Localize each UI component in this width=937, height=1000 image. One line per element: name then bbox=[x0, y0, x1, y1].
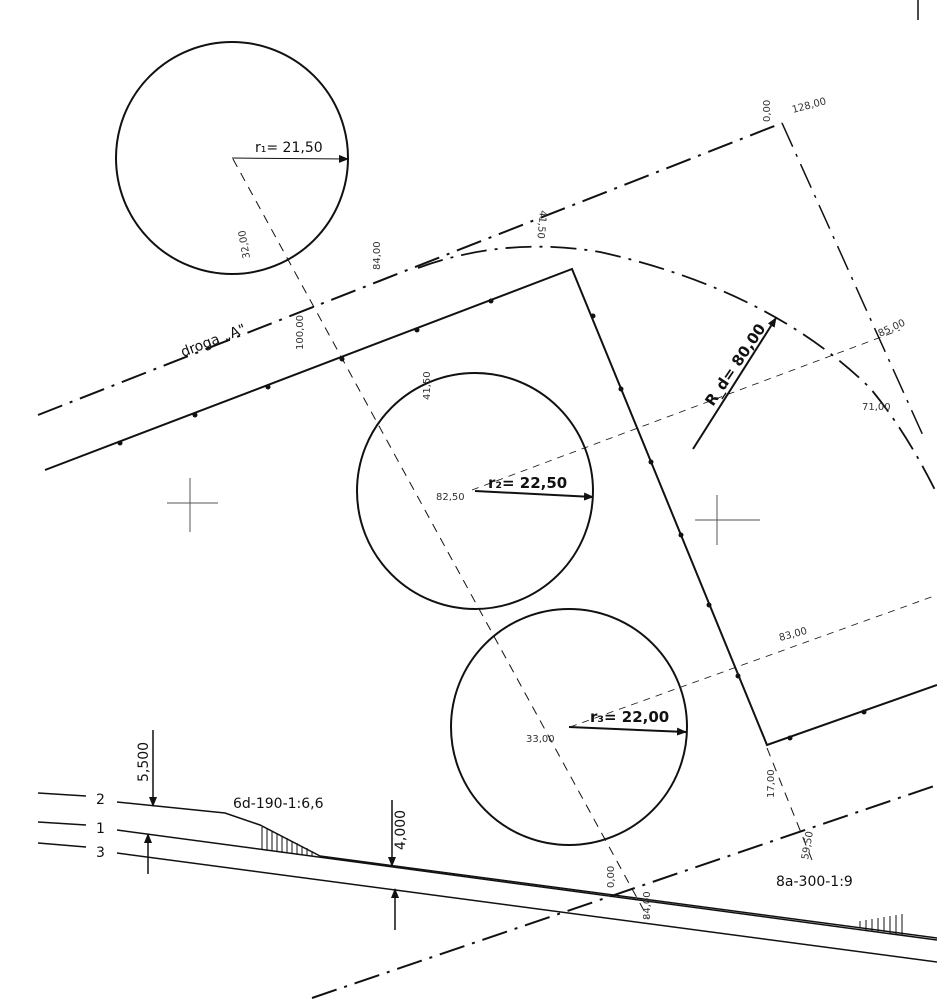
lane-edge-3 bbox=[116, 852, 937, 963]
station-100: 100,00 bbox=[295, 315, 306, 350]
station-32: 32,00 bbox=[237, 229, 253, 259]
station-8250: 82,50 bbox=[436, 492, 465, 503]
perpendicular-line bbox=[781, 122, 926, 441]
lane-edge-2 bbox=[116, 801, 321, 857]
axis-line-3 bbox=[569, 594, 937, 728]
station-1700: 17,00 bbox=[766, 769, 777, 798]
station-000-bottom: 0,00 bbox=[606, 866, 617, 888]
station-5950: 59,50 bbox=[800, 830, 816, 860]
cross-marks bbox=[167, 478, 760, 545]
lane-number-2: 2 bbox=[96, 792, 105, 808]
lane-number-1: 1 bbox=[96, 821, 105, 837]
transition-left-label: 6d-190-1:6,6 bbox=[233, 796, 324, 812]
hatch-left bbox=[261, 827, 313, 856]
r2-label: r₂= 22,50 bbox=[488, 474, 567, 492]
station-4150: 41,50 bbox=[422, 371, 433, 400]
r3-label: r₃= 22,00 bbox=[590, 708, 669, 726]
curve-arc bbox=[417, 245, 936, 491]
lane-edge-1 bbox=[116, 829, 937, 941]
station-7100: 71,00 bbox=[862, 402, 891, 413]
radius-dim-arrow bbox=[692, 317, 777, 450]
r2-radius bbox=[474, 490, 594, 501]
station-4150b: 41,50 bbox=[535, 210, 548, 239]
r1-radius bbox=[231, 154, 349, 163]
crossing-axis bbox=[311, 784, 937, 999]
r1-label: r₁= 21,50 bbox=[255, 140, 323, 156]
r3-radius bbox=[568, 726, 687, 736]
road-a-centerline bbox=[37, 122, 783, 416]
dim-5500-label: 5,500 bbox=[136, 742, 152, 782]
lane-line-3-left bbox=[37, 842, 87, 848]
lane-number-3: 3 bbox=[96, 845, 105, 861]
axis-line-1 bbox=[232, 158, 649, 919]
transition-right-label: 8a-300-1:9 bbox=[776, 874, 853, 890]
station-000-top: 0,00 bbox=[762, 100, 773, 122]
hatch-right bbox=[859, 914, 903, 935]
station-8400: 84,00 bbox=[642, 891, 653, 920]
axis-line-2 bbox=[471, 329, 901, 491]
station-8300: 83,00 bbox=[778, 626, 809, 644]
dim-4000-label: 4,000 bbox=[393, 810, 409, 850]
road-label: droga „A" bbox=[179, 321, 249, 360]
lane-line-1-left bbox=[37, 821, 87, 826]
station-84: 84,00 bbox=[372, 241, 383, 270]
circle-r2 bbox=[356, 372, 594, 610]
circle-r3 bbox=[450, 608, 688, 846]
rd-label: R_d= 80,00 bbox=[701, 320, 769, 409]
station-12800: 128,00 bbox=[791, 96, 828, 116]
road-a-edge bbox=[44, 267, 937, 747]
station-3300: 33,00 bbox=[526, 734, 555, 745]
station-8500: 85,00 bbox=[877, 318, 908, 340]
lane-line-2-left bbox=[37, 792, 87, 797]
axis-line-4 bbox=[766, 747, 813, 861]
lane-edge-2-right bbox=[319, 855, 937, 939]
